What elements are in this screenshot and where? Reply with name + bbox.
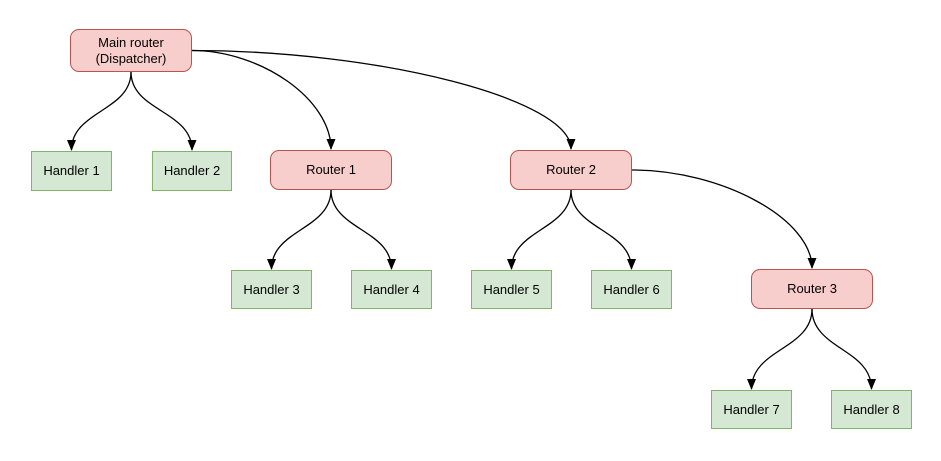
edge-r3-to-h8 [811,308,876,390]
handler-node-h1[interactable]: Handler 1 [31,151,112,191]
handler-node-h7[interactable]: Handler 7 [711,390,792,429]
edge-r2-to-h5 [507,189,572,270]
router-node-main[interactable]: Main router (Dispatcher) [70,29,192,72]
node-label: Main router (Dispatcher) [95,34,167,66]
handler-node-h2[interactable]: Handler 2 [152,151,232,191]
edge-r3-to-h7 [747,308,813,390]
node-label: Handler 2 [163,163,221,179]
handler-node-h4[interactable]: Handler 4 [351,270,432,309]
handler-node-h6[interactable]: Handler 6 [591,270,672,309]
edge-main-to-h2 [130,71,197,151]
router-node-r1[interactable]: Router 1 [270,150,392,190]
node-label: Handler 8 [843,401,900,417]
node-label: Router 1 [306,162,356,178]
edge-main-to-r1 [191,49,336,150]
node-label: Handler 5 [483,281,540,297]
edge-main-to-r2 [191,49,576,150]
node-label: Router 2 [546,162,596,178]
router-node-r3[interactable]: Router 3 [751,269,873,309]
handler-node-h5[interactable]: Handler 5 [471,270,552,309]
node-label: Handler 7 [723,401,780,417]
router-node-r2[interactable]: Router 2 [510,150,632,190]
node-label: Handler 3 [243,281,300,297]
node-label: Handler 6 [603,281,660,297]
edge-r2-to-r3 [631,169,817,269]
edge-r2-to-h6 [570,189,636,270]
edge-main-to-h1 [67,71,132,151]
edge-r1-to-h3 [267,189,332,270]
node-label: Router 3 [787,281,837,297]
handler-node-h3[interactable]: Handler 3 [231,270,312,309]
edge-r1-to-h4 [330,189,396,270]
node-label: Handler 4 [363,281,420,297]
node-label: Handler 1 [43,163,100,179]
handler-node-h8[interactable]: Handler 8 [831,390,912,429]
